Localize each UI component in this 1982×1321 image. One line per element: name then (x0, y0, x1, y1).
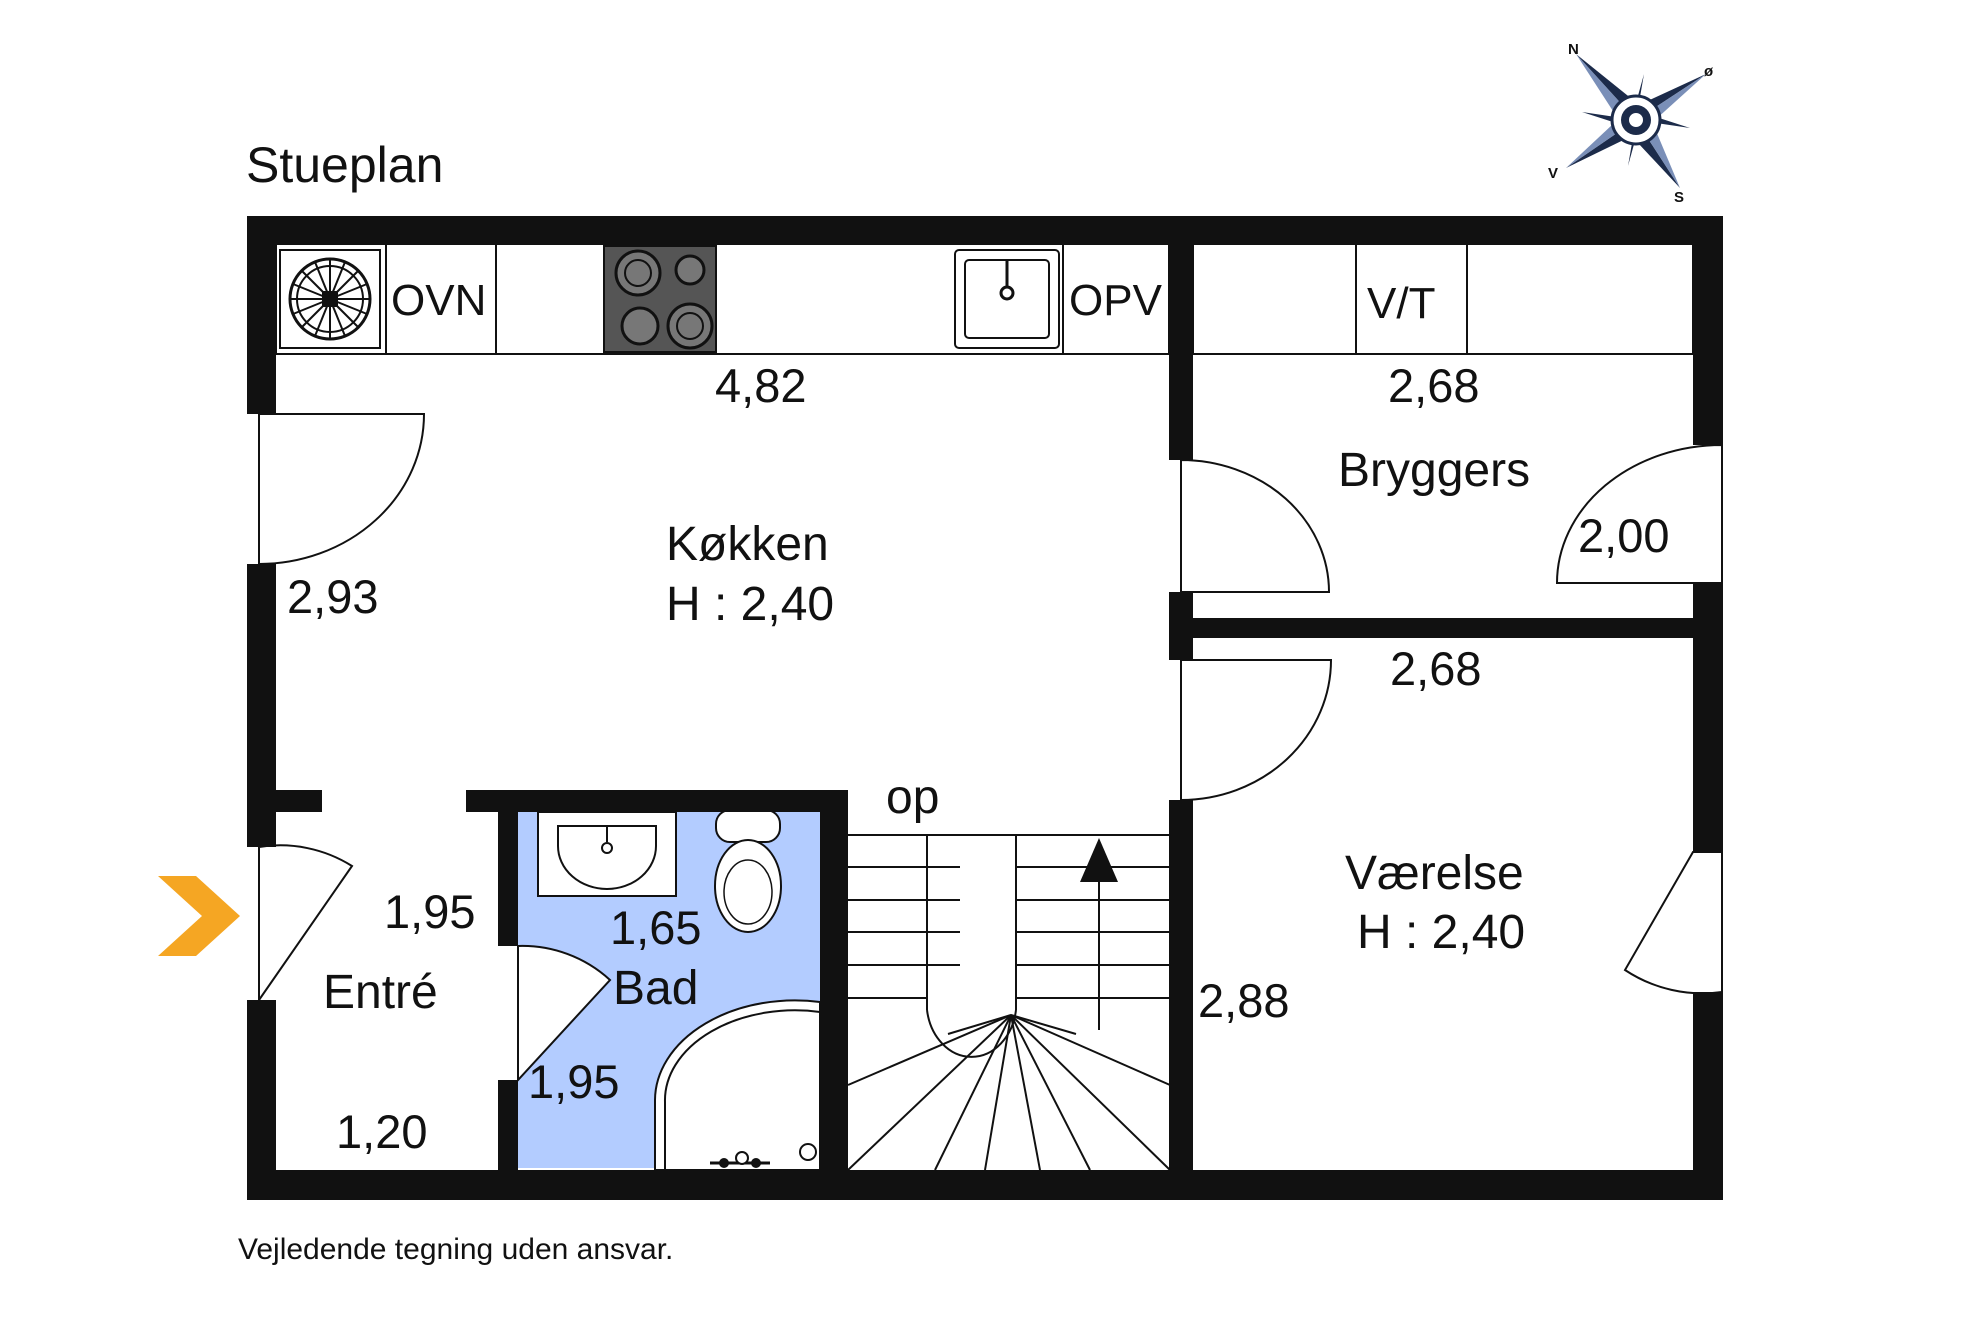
bathroom-door (517, 944, 612, 1083)
stairs-up-arrow (1080, 838, 1118, 882)
compass-north: N (1568, 41, 1579, 58)
bathroom-sink (537, 811, 677, 897)
cooktop (603, 245, 717, 353)
dishwasher-label: OPV (1069, 276, 1163, 325)
walls (247, 216, 1723, 1200)
compass-east: ø (1704, 63, 1714, 80)
utility-exterior-door (1555, 443, 1723, 584)
utility-counter (1192, 243, 1694, 355)
bedroom-side-dim: 2,88 (1198, 974, 1289, 1027)
bedroom-exterior-door (1623, 851, 1723, 995)
kitchen-width-dim: 4,82 (715, 359, 806, 412)
kitchen-height: H : 2,40 (666, 578, 834, 631)
shower (654, 999, 821, 1171)
staircase (847, 834, 1171, 1171)
bedroom-width-dim: 2,68 (1390, 642, 1481, 695)
entrance-width-dim: 1,20 (336, 1105, 427, 1158)
bathroom-name: Bad (613, 962, 698, 1015)
oven (279, 249, 381, 349)
bedroom-door (1180, 659, 1333, 802)
stairs-label: op (886, 771, 939, 824)
kitchen-name: Køkken (666, 518, 829, 571)
compass-icon (1566, 54, 1706, 188)
bathroom-width-dim: 1,65 (610, 901, 701, 954)
utility-side-dim: 2,00 (1578, 509, 1669, 562)
utility-width-dim: 2,68 (1388, 359, 1479, 412)
kitchen-utility-door (1180, 458, 1331, 593)
oven-label: OVN (391, 276, 486, 325)
bathroom-side-dim: 1,95 (528, 1055, 619, 1108)
entrance-arrow (158, 876, 240, 956)
washer-dryer-label: V/T (1367, 279, 1435, 328)
utility-name: Bryggers (1338, 444, 1530, 497)
disclaimer: Vejledende tegning uden ansvar. (238, 1233, 673, 1266)
kitchen-sink (954, 244, 1064, 354)
kitchen-door (258, 413, 426, 566)
bedroom-height: H : 2,40 (1357, 906, 1525, 959)
entrance-side-dim: 1,95 (384, 885, 475, 938)
kitchen-side-dim: 2,93 (287, 570, 378, 623)
compass-west: V (1548, 165, 1558, 182)
floor-title: Stueplan (246, 137, 443, 193)
entrance-name: Entré (323, 966, 438, 1019)
compass-south: S (1674, 189, 1684, 206)
bedroom-name: Værelse (1345, 847, 1524, 900)
toilet (714, 809, 782, 933)
